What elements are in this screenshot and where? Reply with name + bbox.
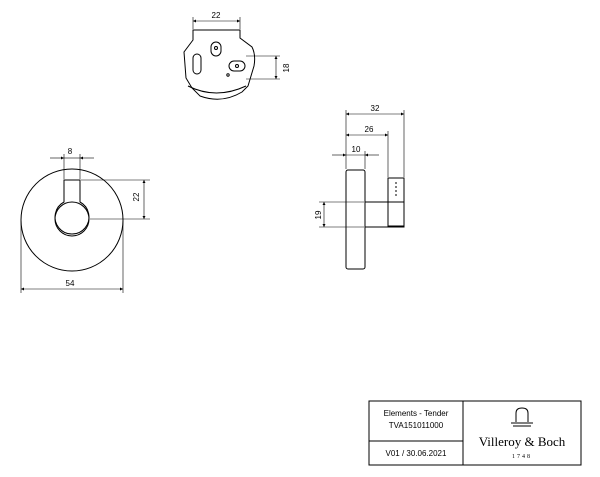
title-block: Elements - Tender TVA151011000 V01 / 30.… (368, 400, 582, 466)
dim-slot-height: 22 (132, 192, 141, 201)
dim-side-hook: 26 (365, 125, 374, 134)
brand-name: Villeroy & Boch (479, 434, 566, 449)
bracket-hole (226, 73, 230, 77)
dim-side-height: 19 (314, 210, 323, 219)
side-shaft (364, 201, 405, 228)
disc-front-view: 8 22 54 (20, 147, 150, 293)
dim-bracket-width: 22 (212, 11, 221, 20)
disc-bore (54, 201, 90, 237)
bracket-view: 22 18 (183, 11, 291, 100)
bracket-slot-vertical (210, 41, 222, 57)
dim-bracket-height: 18 (282, 63, 291, 72)
bracket-hole (214, 46, 218, 50)
disc-slot (54, 179, 90, 235)
bracket-outline (183, 29, 256, 100)
bracket-hole (235, 64, 239, 68)
bracket-slot (192, 53, 202, 75)
bracket-slot-horizontal (228, 60, 246, 72)
brand-year: 1748 (512, 454, 532, 460)
dim-slot-width: 8 (68, 147, 73, 156)
dim-side-plate: 10 (352, 145, 361, 154)
side-plate (345, 169, 366, 270)
article-number: TVA151011000 (389, 421, 444, 430)
side-view: 32 26 10 19 (314, 104, 405, 270)
brand-logo-icon (511, 407, 533, 427)
disc-outer (20, 168, 124, 272)
version-date: V01 / 30.06.2021 (386, 449, 447, 458)
dim-side-total: 32 (371, 104, 380, 113)
dim-disc-diameter: 54 (66, 279, 75, 288)
title-block-frame (368, 400, 582, 466)
product-name: Elements - Tender (384, 409, 449, 418)
bracket-lip (187, 85, 247, 94)
